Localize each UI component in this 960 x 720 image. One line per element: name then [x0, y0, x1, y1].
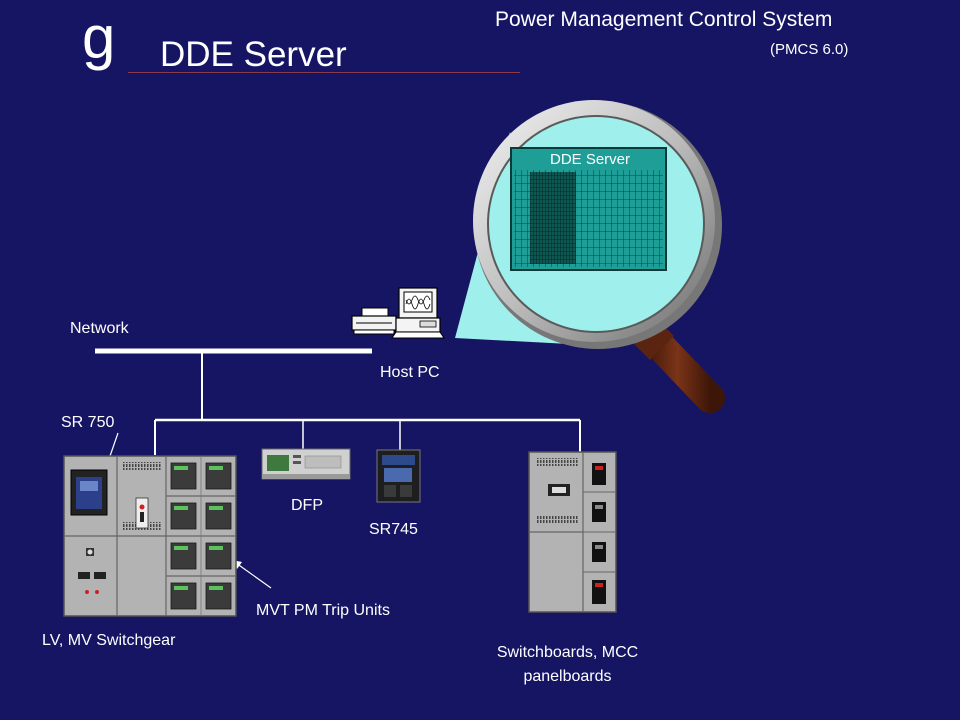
switchboards-label-line1: Switchboards, MCC	[496, 644, 639, 661]
title-underline	[128, 72, 520, 73]
network-label: Network	[70, 320, 129, 337]
switchgear-label: LV, MV Switchgear	[42, 632, 176, 649]
printer	[351, 307, 397, 335]
dfp-label: DFP	[291, 497, 323, 514]
dde-server-panel	[510, 147, 667, 271]
system-version: (PMCS 6.0)	[770, 41, 849, 58]
sr745-relay	[376, 449, 421, 503]
switchboard-cabinet	[528, 451, 617, 613]
system-name: Power Management Control System	[495, 8, 833, 31]
host-pc-label: Host PC	[380, 364, 440, 381]
switchboards-label: Switchboards, MCC panelboards	[460, 641, 675, 689]
sr750-label: SR 750	[61, 414, 115, 431]
sr745-label: SR745	[369, 521, 418, 538]
mvt-label: MVT PM Trip Units	[256, 602, 390, 619]
dfp-device	[261, 448, 351, 480]
switchboards-label-line2: panelboards	[523, 668, 612, 685]
dde-server-panel-title: DDE Server	[550, 151, 631, 168]
logo: g	[82, 4, 116, 71]
host-pc-computer	[391, 287, 445, 339]
page-title: DDE Server	[160, 35, 347, 74]
